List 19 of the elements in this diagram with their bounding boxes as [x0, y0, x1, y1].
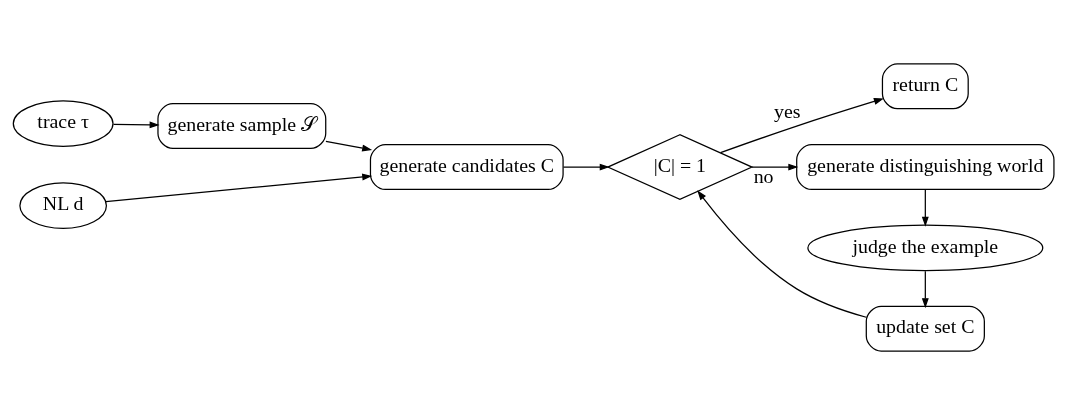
arrow: [325, 140, 373, 151]
arrow: [719, 97, 884, 153]
arrow: [562, 163, 610, 171]
node-box: return C: [881, 62, 969, 109]
arrow: [921, 270, 929, 308]
node-ellipse: judge the example: [807, 224, 1044, 271]
node-box: generate sample 𝒮: [157, 102, 327, 149]
arrow: [751, 163, 799, 171]
edge-label: yes: [774, 99, 801, 122]
node-ellipse: NL d: [19, 181, 108, 229]
edge-label: no: [753, 164, 774, 187]
node-box: update set C: [865, 305, 985, 352]
arrow: [921, 188, 929, 227]
arrow: [105, 173, 373, 202]
node-box: generate candidates C: [369, 143, 564, 190]
arrow: [112, 120, 160, 128]
arrow: [697, 189, 867, 318]
node-ellipse: trace τ: [12, 99, 114, 147]
node-box: generate distinguishing world: [796, 143, 1055, 190]
